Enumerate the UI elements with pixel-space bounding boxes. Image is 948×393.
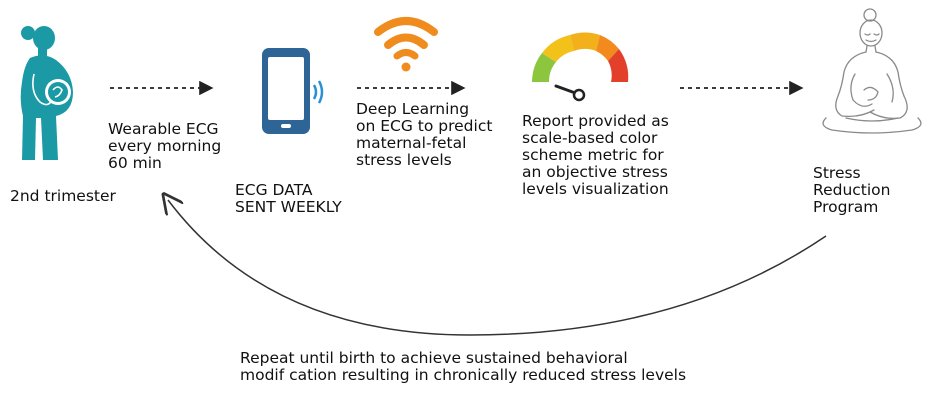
- label-wearable-ecg: Wearable ECG every morning 60 min: [108, 120, 222, 172]
- loop-arrow: [168, 200, 827, 336]
- label-deep-learning: Deep Learning on ECG to predict maternal…: [356, 100, 493, 169]
- label-repeat-loop: Repeat until birth to achieve sustained …: [240, 349, 687, 384]
- label-report: Report provided as scale-based color sch…: [522, 112, 669, 198]
- label-2nd-trimester: 2nd trimester: [10, 187, 116, 205]
- label-stress-reduction: Stress Reduction Program: [813, 164, 891, 216]
- label-ecg-data-sent: ECG DATA SENT WEEKLY: [235, 181, 342, 216]
